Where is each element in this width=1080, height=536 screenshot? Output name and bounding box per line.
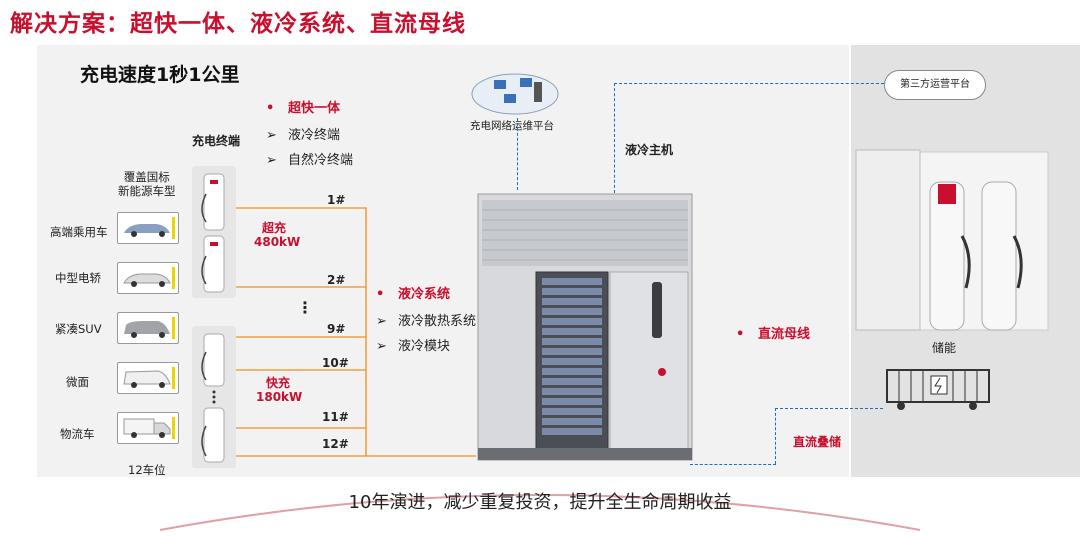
cooling-cabinet (477, 193, 693, 461)
port-12: 12# (322, 437, 349, 451)
port-11: 11# (322, 410, 349, 424)
dc-storage-label: 直流叠储 (793, 435, 842, 449)
coverage-label: 覆盖国标 新能源车型 (118, 170, 176, 198)
network-platform-icon (471, 73, 559, 115)
vehicle-label-1: 高端乘用车 (50, 225, 108, 239)
dashed-link-storage-v (775, 408, 776, 464)
footer-slogan: 10年演进，减少重复投资，提升全生命周期收益 (348, 492, 732, 513)
storage-label: 储能 (932, 341, 957, 355)
group-cooling-item-1: ➢ 液冷散热系统 (376, 310, 476, 329)
bullet-dot: • (266, 101, 275, 116)
group-cooling-item-2: ➢ 液冷模块 (376, 335, 450, 354)
cooling-host-label: 液冷主机 (625, 143, 674, 157)
car-sedan-icon (124, 217, 175, 239)
port-1: 1# (327, 193, 346, 207)
car-midsize-icon (123, 267, 175, 289)
dashed-link-platform (517, 118, 518, 190)
group-ultra-title: • 超快一体 (266, 97, 340, 116)
vehicle-label-2: 中型电轿 (55, 271, 101, 285)
parking-label: 12车位 (128, 463, 166, 477)
page-title: 解决方案：超快一体、液冷系统、直流母线 (10, 11, 466, 37)
dashed-link-storage-h1 (690, 464, 776, 465)
group-ultra-item-2-text: 自然冷终端 (288, 153, 354, 168)
car-image-sedan (117, 212, 179, 244)
group-ultra-item-2: ➢ 自然冷终端 (266, 149, 353, 168)
group-cooling-item-2-text: 液冷模块 (398, 339, 451, 354)
bullet-arrow: ➢ (376, 339, 387, 354)
car-image-suv (117, 312, 179, 344)
group-cooling-title: • 液冷系统 (376, 283, 450, 302)
super-charge-name: 超充 (262, 221, 287, 235)
bullet-arrow: ➢ (266, 128, 277, 143)
fast-charge-name: 快充 (266, 376, 291, 390)
fast-charger-icon (201, 333, 225, 463)
bullet-arrow: ➢ (376, 314, 387, 329)
bullet-arrow: ➢ (266, 153, 277, 168)
group-ultra-item-1-text: 液冷终端 (288, 128, 341, 143)
dashed-link-storage-h2 (775, 408, 883, 409)
footer-arc (159, 494, 921, 531)
third-party-cloud: 第三方运营平台 (884, 70, 986, 100)
vehicle-label-5: 物流车 (60, 427, 95, 441)
vehicle-label-3: 紧凑SUV (55, 322, 102, 336)
vehicle-label-4: 微面 (66, 375, 89, 389)
super-charge-power: 480kW (254, 235, 301, 249)
dashed-link-third-party-h (614, 83, 884, 84)
group-ultra-title-text: 超快一体 (288, 101, 341, 116)
fast-charge-power: 180kW (256, 390, 303, 404)
container-storage-icon (886, 369, 990, 410)
bullet-dot: • (736, 327, 745, 342)
port-10: 10# (322, 356, 349, 370)
group-bus-title-text: 直流母线 (758, 327, 811, 342)
car-suv-icon (124, 317, 175, 339)
dashed-link-third-party-v (614, 83, 615, 193)
car-image-truck (117, 412, 179, 444)
diagram-subtitle: 充电速度1秒1公里 (80, 64, 240, 86)
connection-lines (236, 207, 476, 457)
car-image-van (117, 362, 179, 394)
group-cooling-item-1-text: 液冷散热系统 (398, 314, 477, 329)
bullet-dot: • (376, 287, 385, 302)
network-platform-label: 充电网络运维平台 (470, 120, 554, 132)
coverage-line-2: 新能源车型 (118, 184, 176, 198)
ports-ellipsis: ⋮ (297, 298, 313, 317)
group-bus-title: • 直流母线 (736, 323, 810, 342)
terminal-header: 充电终端 (192, 134, 241, 148)
car-image-midsize (117, 262, 179, 294)
port-9: 9# (327, 322, 346, 336)
super-charger-icon (201, 173, 225, 293)
group-cooling-title-text: 液冷系统 (398, 287, 451, 302)
coverage-line-1: 覆盖国标 (123, 170, 170, 184)
storage-device-image (855, 149, 1049, 331)
group-ultra-item-1: ➢ 液冷终端 (266, 124, 340, 143)
car-van-icon (123, 367, 175, 389)
port-2: 2# (327, 273, 346, 287)
diagram-panel (37, 45, 849, 477)
car-truck-icon (123, 417, 175, 439)
